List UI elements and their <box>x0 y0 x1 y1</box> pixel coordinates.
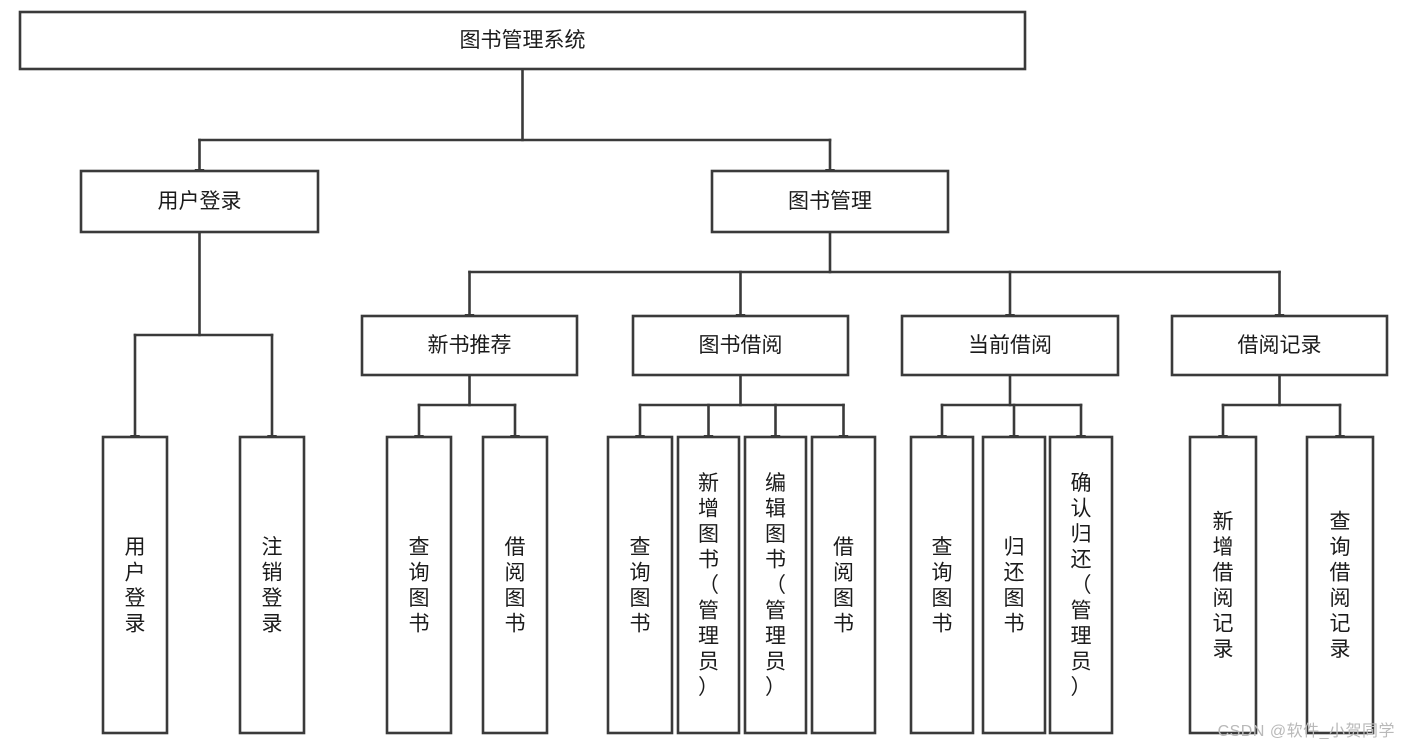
node-box-cb-query-book <box>909 435 975 735</box>
node-user-login-do[interactable]: 用户登录 <box>101 435 169 735</box>
node-box-bb-add-book <box>676 435 741 735</box>
node-box-bb-query-book <box>606 435 674 735</box>
node-cb-confirm-return[interactable]: 确认归还（管理员） <box>1048 435 1114 735</box>
node-borrow-record[interactable]: 借阅记录 <box>1170 314 1389 377</box>
node-user-logout[interactable]: 注销登录 <box>238 435 306 735</box>
node-label-new-book-recommend: 新书推荐 <box>428 334 512 357</box>
watermark: CSDN @软件_小贺同学 <box>1217 723 1395 740</box>
node-label-nbr-query-book: 查询图书 <box>409 536 430 636</box>
node-label-user-login-do: 用户登录 <box>125 536 146 636</box>
node-box-user-logout <box>238 435 306 735</box>
node-book-manage[interactable]: 图书管理 <box>710 169 950 234</box>
node-book-borrow[interactable]: 图书借阅 <box>631 314 850 377</box>
node-bb-query-book[interactable]: 查询图书 <box>606 435 674 735</box>
edges-layer <box>130 67 1345 445</box>
node-label-nbr-borrow-book: 借阅图书 <box>505 536 526 636</box>
node-label-cb-query-book: 查询图书 <box>932 536 953 636</box>
node-label-br-add-record: 新增借阅记录 <box>1213 510 1234 661</box>
node-label-borrow-record: 借阅记录 <box>1238 334 1322 357</box>
node-cb-query-book[interactable]: 查询图书 <box>909 435 975 735</box>
node-box-book-manage <box>710 169 950 234</box>
node-box-nbr-borrow-book <box>481 435 549 735</box>
node-label-br-query-record: 查询借阅记录 <box>1330 510 1351 661</box>
node-box-cb-return-book <box>981 435 1047 735</box>
node-box-current-borrow <box>900 314 1120 377</box>
node-label-user-logout: 注销登录 <box>262 536 283 636</box>
node-bb-borrow-book[interactable]: 借阅图书 <box>810 435 877 735</box>
node-root[interactable]: 图书管理系统 <box>18 10 1027 71</box>
node-box-user-login-do <box>101 435 169 735</box>
node-label-bb-query-book: 查询图书 <box>630 536 651 636</box>
node-box-br-query-record <box>1305 435 1375 735</box>
node-bb-add-book[interactable]: 新增图书（管理员） <box>676 435 741 735</box>
node-nbr-query-book[interactable]: 查询图书 <box>385 435 453 735</box>
node-box-user-login <box>79 169 320 234</box>
node-br-query-record[interactable]: 查询借阅记录 <box>1305 435 1375 735</box>
node-current-borrow[interactable]: 当前借阅 <box>900 314 1120 377</box>
node-new-book-recommend[interactable]: 新书推荐 <box>360 314 579 377</box>
node-label-bb-add-book: 新增图书（管理员） <box>698 472 719 699</box>
node-box-bb-edit-book <box>743 435 808 735</box>
node-user-login[interactable]: 用户登录 <box>79 169 320 234</box>
node-br-add-record[interactable]: 新增借阅记录 <box>1188 435 1258 735</box>
node-label-bb-borrow-book: 借阅图书 <box>833 536 854 636</box>
node-label-book-borrow: 图书借阅 <box>699 334 783 357</box>
node-cb-return-book[interactable]: 归还图书 <box>981 435 1047 735</box>
node-label-current-borrow: 当前借阅 <box>968 334 1052 357</box>
node-box-cb-confirm-return <box>1048 435 1114 735</box>
node-label-bb-edit-book: 编辑图书（管理员） <box>765 472 786 699</box>
node-nbr-borrow-book[interactable]: 借阅图书 <box>481 435 549 735</box>
nodes-layer: 图书管理系统用户登录用户登录注销登录图书管理新书推荐查询图书借阅图书图书借阅查询… <box>18 10 1389 735</box>
node-box-new-book-recommend <box>360 314 579 377</box>
node-label-cb-confirm-return: 确认归还（管理员） <box>1071 472 1092 699</box>
node-box-book-borrow <box>631 314 850 377</box>
node-bb-edit-book[interactable]: 编辑图书（管理员） <box>743 435 808 735</box>
node-label-cb-return-book: 归还图书 <box>1004 536 1025 636</box>
node-label-root: 图书管理系统 <box>460 29 586 52</box>
node-box-nbr-query-book <box>385 435 453 735</box>
node-box-borrow-record <box>1170 314 1389 377</box>
node-box-root <box>18 10 1027 71</box>
node-label-book-manage: 图书管理 <box>788 190 872 213</box>
node-box-br-add-record <box>1188 435 1258 735</box>
node-label-user-login: 用户登录 <box>158 190 242 213</box>
node-box-bb-borrow-book <box>810 435 877 735</box>
